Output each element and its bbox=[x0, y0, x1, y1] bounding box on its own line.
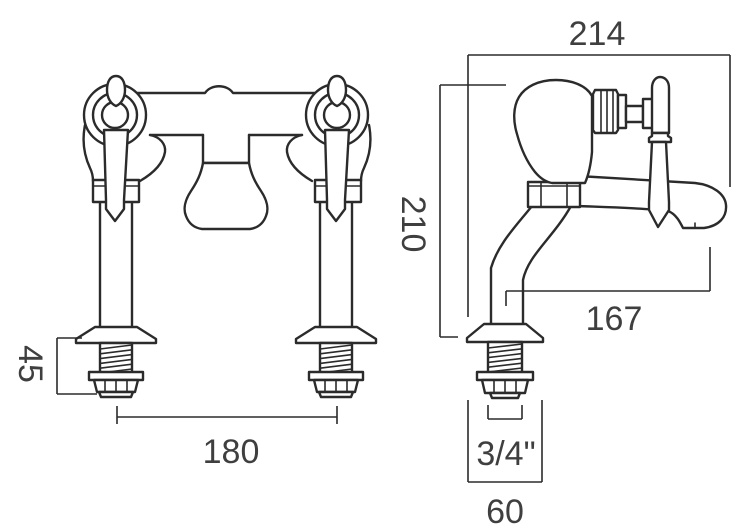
dim-spout-projection-lines bbox=[505, 247, 711, 306]
dim-tap-centres-lines bbox=[116, 406, 338, 424]
front-right-handle-knob bbox=[326, 74, 348, 108]
front-left-head bbox=[82, 74, 148, 223]
front-left-lever bbox=[102, 128, 130, 223]
front-right-head bbox=[304, 74, 370, 223]
side-body bbox=[513, 78, 594, 185]
dim-overall-height-lines bbox=[439, 84, 506, 338]
side-bonnet-assembly bbox=[591, 75, 673, 229]
front-right-lever bbox=[323, 128, 351, 223]
front-left-pillar-tail bbox=[74, 201, 158, 399]
side-handle-collar bbox=[647, 131, 673, 144]
dim-thread-size-label: 3/4" bbox=[476, 435, 535, 473]
dim-thread-size-lines bbox=[487, 405, 523, 420]
front-right-body-inner bbox=[285, 133, 314, 183]
dim-overall-height-label: 210 bbox=[394, 196, 432, 253]
dimension-annotations: 214 210 45 180 167 3/4" 60 bbox=[11, 15, 731, 531]
side-downtube bbox=[489, 204, 573, 328]
front-right-pillar-tail bbox=[294, 201, 378, 399]
dim-overall-width-label: 214 bbox=[569, 15, 626, 53]
side-lever bbox=[647, 140, 671, 229]
side-view bbox=[465, 75, 728, 400]
dim-base-width-label: 60 bbox=[486, 493, 524, 531]
dim-tail-height-lines bbox=[56, 337, 97, 395]
front-left-body-inner bbox=[138, 133, 167, 183]
dim-tail-height-label: 45 bbox=[11, 345, 49, 383]
front-left-handle-knob bbox=[105, 74, 127, 108]
dim-base-width-lines bbox=[467, 400, 543, 483]
front-left-body-outline bbox=[82, 123, 95, 183]
front-bar-and-spout bbox=[128, 85, 324, 231]
front-spout-bell bbox=[183, 161, 269, 231]
dim-spout-projection-label: 167 bbox=[586, 300, 643, 338]
front-right-body-outline bbox=[359, 123, 372, 183]
front-view bbox=[74, 74, 378, 399]
side-hex-nut bbox=[526, 180, 582, 209]
dim-overall-width-lines bbox=[467, 54, 731, 317]
side-handle-knob bbox=[650, 75, 671, 135]
dim-tap-centres-label: 180 bbox=[203, 433, 260, 471]
side-tail bbox=[465, 322, 545, 400]
